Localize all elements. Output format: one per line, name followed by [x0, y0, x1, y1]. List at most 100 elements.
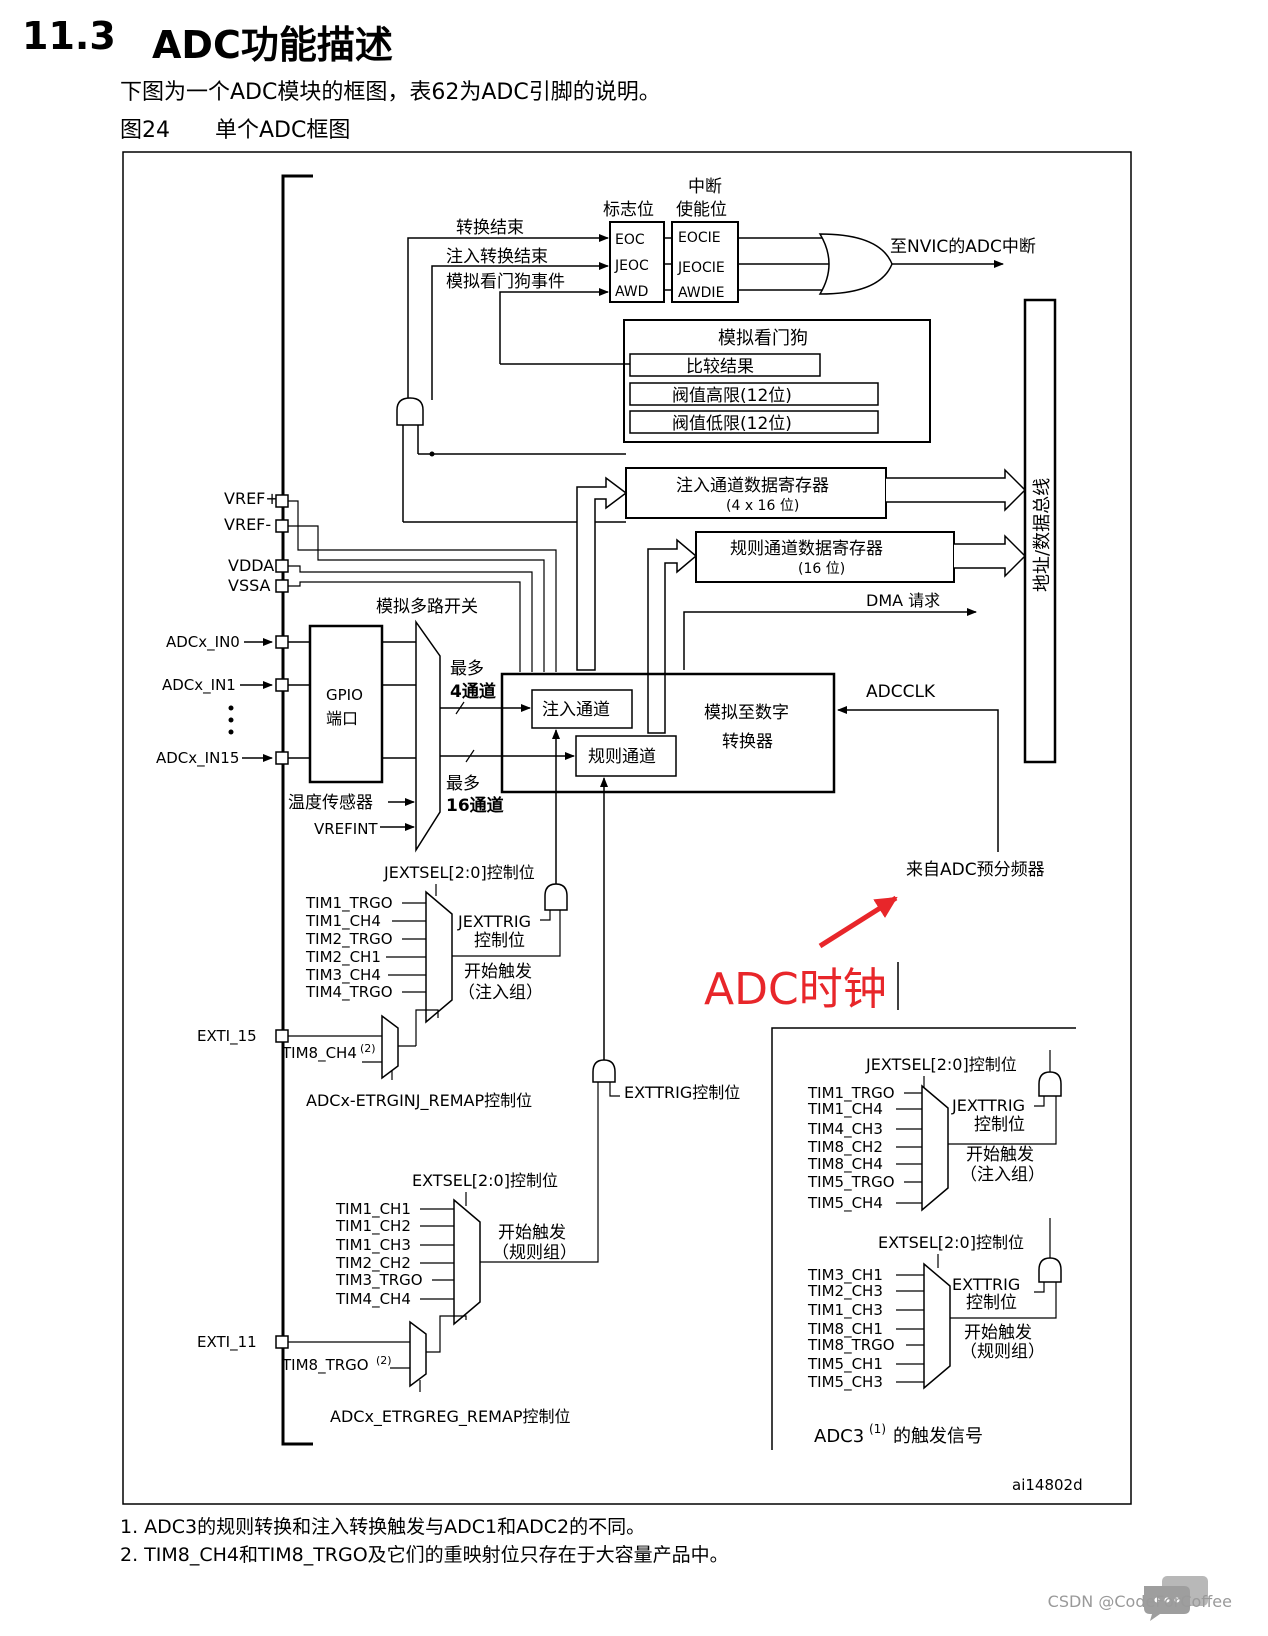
input-in15: ADCx_IN15 [156, 749, 239, 768]
adc3-jext-source: TIM5_TRGO [807, 1173, 895, 1192]
adc3-ext-source: TIM2_CH3 [807, 1282, 883, 1301]
adc3-jext-source: TIM5_CH4 [807, 1194, 883, 1213]
section-title: ADC功能描述 [152, 23, 393, 67]
tim8-trgo-note: (2) [376, 1354, 392, 1367]
injected-register-size: (4 x 16 位) [726, 498, 799, 514]
injected-channel-label: 注入通道 [542, 700, 610, 720]
adc3-caption-suffix: 的触发信号 [893, 1426, 983, 1447]
flags-header: 标志位 [603, 200, 654, 220]
adc3-ext-select: EXTSEL[2:0]控制位 [878, 1233, 1024, 1252]
flag-jeoc: JEOC [614, 258, 649, 274]
adc3-jext-trig-line1: JEXTTRIG [951, 1096, 1025, 1115]
ext-mux [453, 1198, 481, 1326]
ext-start-line1: 开始触发 [498, 1223, 566, 1243]
ext-trig-label: EXTTRIG控制位 [624, 1083, 740, 1102]
max-injected-line2: 4通道 [450, 681, 496, 702]
regular-channel-box [575, 735, 677, 777]
exti15-label: EXTI_15 [197, 1027, 257, 1046]
exti11-label: EXTI_11 [197, 1333, 257, 1352]
jext-source: TIM1_TRGO [305, 894, 393, 913]
injected-channel-box [531, 689, 633, 729]
or-gate [818, 233, 893, 295]
adc3-caption: ADC3 [814, 1426, 864, 1447]
pin-vref-plus: VREF+ [224, 489, 279, 508]
injected-register-name: 注入通道数据寄存器 [676, 476, 829, 496]
adc3-jext-sources: TIM1_TRGO TIM1_CH4 TIM4_CH3 TIM8_CH2 TIM… [807, 1084, 922, 1213]
watermark: CSDN @CodeForCoffee [1047, 1592, 1232, 1611]
adc-converter [500, 672, 836, 794]
adc3-ext-trig-line1: EXTTRIG [952, 1275, 1020, 1294]
adc3-ext-sources: TIM3_CH1 TIM2_CH3 TIM1_CH3 TIM8_CH1 TIM8… [807, 1266, 924, 1392]
intro-text: 下图为一个ADC模块的框图，表62为ADC引脚的说明。 [120, 80, 661, 105]
watchdog-compare: 比较结果 [686, 357, 754, 377]
input-in1: ADCx_IN1 [162, 676, 236, 695]
input-in0: ADCx_IN0 [166, 633, 240, 652]
ext-source: TIM1_CH3 [335, 1236, 411, 1255]
flags-box [609, 221, 665, 303]
jext-source: TIM2_TRGO [305, 930, 393, 949]
adc3-jext-source: TIM4_CH3 [807, 1120, 883, 1139]
mux-label: 模拟多路开关 [376, 597, 478, 617]
regular-channel-label: 规则通道 [588, 747, 656, 767]
regular-register-size: (16 位) [798, 561, 845, 577]
pin-vdda: VDDA [228, 556, 274, 575]
ext-source: TIM1_CH2 [335, 1217, 411, 1236]
adc3-jext-source: TIM8_CH2 [807, 1138, 883, 1157]
adc3-jext-mux [921, 1084, 949, 1212]
adc3-ext-source: TIM5_CH1 [807, 1355, 883, 1374]
bus-label: 地址/数据总线 [1032, 478, 1053, 592]
ext-source: TIM3_TRGO [335, 1271, 423, 1290]
interrupt-enable-box [671, 221, 739, 303]
watchdog-block [623, 319, 931, 443]
adc3-caption-note: (1) [869, 1422, 886, 1436]
interrupt-header-line2: 使能位 [676, 199, 727, 220]
converter-line1: 模拟至数字 [704, 703, 789, 723]
gpio-line2: 端口 [326, 709, 358, 728]
regular-register-name: 规则通道数据寄存器 [730, 539, 883, 559]
jext-trig-line1: JEXTTRIG [457, 912, 531, 931]
adc3-ext-start-line1: 开始触发 [964, 1323, 1032, 1343]
adc3-jext-trig-line2: 控制位 [974, 1115, 1025, 1135]
event-jeoc-label: 注入转换结束 [446, 247, 548, 267]
jext-select-label: JEXTSEL[2:0]控制位 [383, 863, 535, 882]
power-pins: VREF+ VREF- VDDA VSSA [224, 489, 557, 672]
note-2: 2. TIM8_CH4和TIM8_TRGO及它们的重映射位只存在于大容量产品中。 [120, 1544, 729, 1566]
flag-eoc: EOC [615, 232, 645, 248]
figure-number: 图24 [120, 118, 170, 143]
max-injected-line1: 最多 [450, 659, 484, 679]
ie-eocie: EOCIE [678, 230, 721, 246]
figure-frame [122, 151, 1132, 1505]
ext-source: TIM4_CH4 [335, 1290, 411, 1309]
tim8-ch4-note: (2) [360, 1042, 376, 1055]
adc3-ext-mux [923, 1262, 951, 1390]
pin-vssa: VSSA [228, 576, 271, 595]
figure-title: 单个ADC框图 [215, 118, 351, 143]
jext-sources: TIM1_TRGO TIM1_CH4 TIM2_TRGO TIM2_CH1 TI… [305, 894, 426, 1002]
event-awd-label: 模拟看门狗事件 [446, 272, 565, 292]
watchdog-high: 阀值高限(12位) [672, 386, 792, 406]
adc3-jext-start-line1: 开始触发 [966, 1145, 1034, 1165]
vrefint-label: VREFINT [314, 820, 378, 838]
ie-jeocie: JEOCIE [677, 260, 725, 276]
adcclk-label: ADCCLK [866, 682, 936, 702]
watchdog-low: 阀值低限(12位) [672, 414, 792, 434]
adc3-jext-source: TIM8_CH4 [807, 1155, 883, 1174]
interrupt-header-line1: 中断 [688, 177, 722, 197]
jext-start-line1: 开始触发 [464, 962, 532, 982]
adc3-ext-source: TIM1_CH3 [807, 1301, 883, 1320]
adc3-jext-source: TIM1_TRGO [807, 1084, 895, 1103]
ext-sources: TIM1_CH1 TIM1_CH2 TIM1_CH3 TIM2_CH2 TIM3… [335, 1200, 454, 1309]
adc3-ext-source: TIM8_CH1 [807, 1320, 883, 1339]
section-number: 11.3 [22, 14, 116, 58]
jext-source: TIM4_TRGO [305, 983, 393, 1002]
gpio-block [308, 624, 384, 784]
event-eoc-label: 转换结束 [456, 218, 524, 238]
adc3-ext-source: TIM8_TRGO [807, 1336, 895, 1355]
nvic-output-label: 至NVIC的ADC中断 [890, 237, 1036, 257]
pin-vref-minus: VREF- [224, 515, 271, 534]
figure-ref-id: ai14802d [1012, 1476, 1083, 1494]
converter-line2: 转换器 [722, 732, 773, 752]
max-regular-line1: 最多 [446, 774, 480, 794]
tim8-ch4-label: TIM8_CH4 [281, 1044, 357, 1063]
